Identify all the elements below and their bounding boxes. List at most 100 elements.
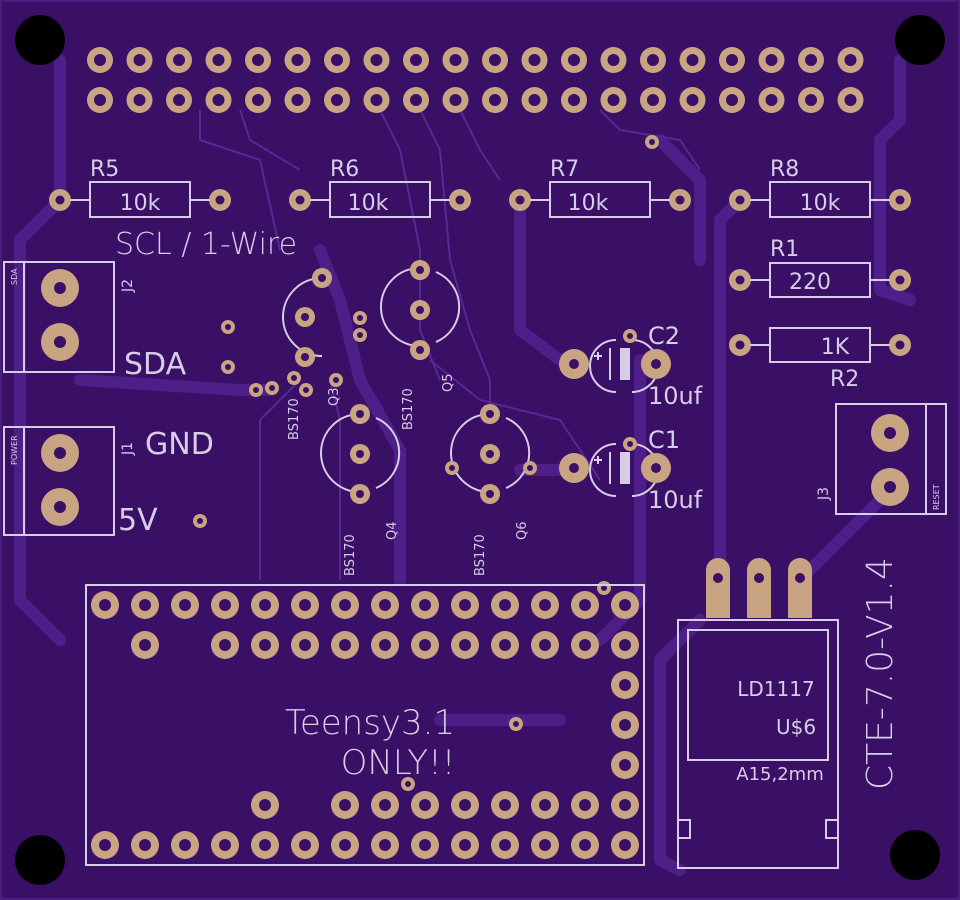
teensy-pad bbox=[411, 831, 439, 859]
header-pad bbox=[758, 87, 785, 113]
teensy-pad bbox=[451, 831, 479, 859]
via bbox=[353, 328, 367, 342]
teensy-pad bbox=[411, 631, 439, 659]
regulator-u6: LD1117 U$6 A15,2mm bbox=[677, 558, 839, 869]
header-pad bbox=[758, 47, 785, 73]
connector-j2: SDA J2 bbox=[3, 261, 136, 373]
resistor-r2: 1K R2 bbox=[729, 327, 911, 392]
teensy-pad bbox=[611, 631, 639, 659]
resistor-r8: R8 10k bbox=[729, 157, 911, 218]
header-pad bbox=[126, 47, 153, 73]
teensy-pad bbox=[251, 791, 279, 819]
mounting-holes bbox=[15, 15, 945, 885]
connector-j3: RESET J3 bbox=[816, 403, 947, 515]
transistor-q6: BS170 Q6 bbox=[450, 404, 531, 576]
teensy-pad bbox=[91, 831, 119, 859]
teensy-pad bbox=[451, 591, 479, 619]
teensy-pad bbox=[411, 591, 439, 619]
j2-tag: SDA bbox=[10, 268, 19, 285]
board-version: CTE-7.0-V1.4 bbox=[860, 557, 901, 790]
transistor-q5: BS170 Q5 bbox=[380, 260, 461, 430]
gnd-label: GND bbox=[145, 427, 214, 462]
r5-value: 10k bbox=[120, 191, 161, 216]
teensy-pad bbox=[491, 631, 519, 659]
r6-value: 10k bbox=[348, 191, 389, 216]
header-pad bbox=[798, 47, 824, 73]
teensy-pad bbox=[611, 711, 639, 739]
j1-ref: J1 bbox=[120, 442, 136, 456]
c2-ref: C2 bbox=[648, 322, 680, 350]
header-pad bbox=[719, 47, 745, 73]
header-pad bbox=[205, 87, 232, 113]
j3-tag: RESET bbox=[932, 484, 941, 510]
q6-type: BS170 bbox=[473, 534, 488, 576]
teensy-pad bbox=[371, 591, 399, 619]
header-pad bbox=[284, 47, 311, 73]
via bbox=[353, 311, 367, 325]
via bbox=[509, 717, 523, 731]
header-pad bbox=[284, 87, 311, 113]
c1-ref: C1 bbox=[648, 426, 680, 454]
q6-ref: Q6 bbox=[515, 521, 530, 540]
teensy-pad bbox=[291, 631, 319, 659]
teensy-pad bbox=[211, 591, 239, 619]
teensy-pad bbox=[531, 591, 559, 619]
vias bbox=[193, 135, 659, 791]
teensy-pad bbox=[531, 791, 559, 819]
r7-ref: R7 bbox=[550, 157, 579, 182]
teensy-pad bbox=[171, 591, 199, 619]
teensy-pad bbox=[371, 791, 399, 819]
teensy-pad bbox=[251, 591, 279, 619]
teensy-pad bbox=[531, 831, 559, 859]
header-pad bbox=[679, 47, 706, 73]
regulator-package: A15,2mm bbox=[736, 764, 823, 785]
r6-ref: R6 bbox=[330, 157, 359, 182]
header-pad bbox=[87, 87, 113, 113]
r8-ref: R8 bbox=[770, 157, 799, 182]
via bbox=[249, 383, 263, 397]
c2-value: 10uf bbox=[648, 382, 703, 410]
via bbox=[329, 373, 343, 387]
q4-ref: Q4 bbox=[385, 521, 400, 540]
r5-ref: R5 bbox=[90, 157, 119, 182]
teensy-pad bbox=[171, 831, 199, 859]
teensy-pad bbox=[331, 591, 359, 619]
header-pad bbox=[442, 47, 469, 73]
via bbox=[221, 360, 235, 374]
resistor-r6: R6 10k bbox=[289, 157, 471, 218]
teensy-pad bbox=[411, 791, 439, 819]
q3-ref: Q3 bbox=[327, 387, 342, 406]
header-pad bbox=[837, 87, 864, 113]
capacitor-c1: C1 10uf bbox=[559, 426, 703, 514]
regulator-name: U$6 bbox=[776, 715, 816, 739]
q5-ref: Q5 bbox=[441, 373, 456, 392]
c1-value: 10uf bbox=[648, 486, 703, 514]
header-pad bbox=[166, 47, 192, 73]
connector-j1: POWER J1 bbox=[3, 426, 136, 536]
header-pad bbox=[482, 47, 508, 73]
transistor-q4: BS170 Q4 bbox=[320, 404, 401, 576]
via bbox=[445, 461, 459, 475]
teensy-pad bbox=[291, 591, 319, 619]
r1-ref: R1 bbox=[770, 237, 799, 262]
r2-value: 1K bbox=[821, 335, 850, 360]
resistor-r1: R1 220 bbox=[729, 237, 911, 298]
teensy-pad bbox=[451, 791, 479, 819]
header-pad bbox=[245, 47, 271, 73]
teensy-pad bbox=[331, 791, 359, 819]
teensy-pad bbox=[611, 671, 639, 699]
via bbox=[401, 777, 415, 791]
header-pad bbox=[166, 87, 192, 113]
header-pad bbox=[324, 87, 350, 113]
j3-ref: J3 bbox=[816, 487, 832, 501]
teensy-pad bbox=[211, 831, 239, 859]
header-pad bbox=[837, 47, 864, 73]
header-pad bbox=[798, 87, 824, 113]
teensy-pad bbox=[251, 831, 279, 859]
regulator-part: LD1117 bbox=[737, 677, 814, 701]
header-pad bbox=[324, 47, 350, 73]
resistor-r5: R5 10k bbox=[49, 157, 231, 218]
header-pad bbox=[679, 87, 706, 113]
teensy-pad bbox=[611, 591, 639, 619]
